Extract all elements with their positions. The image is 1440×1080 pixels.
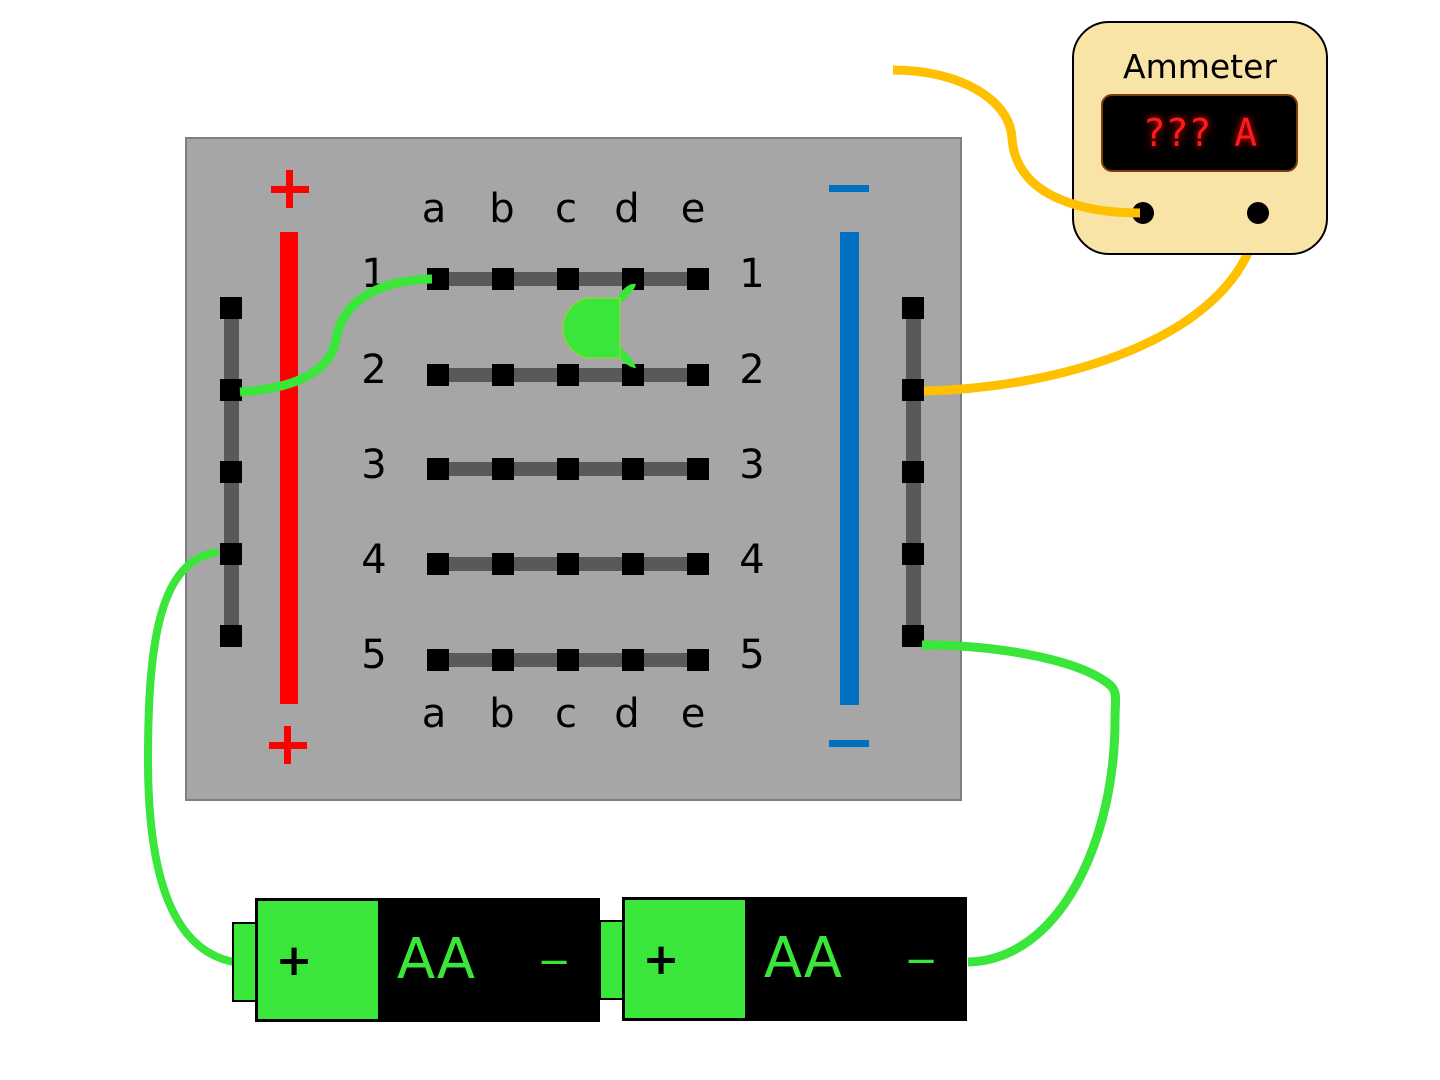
ammeter-terminal-1[interactable] [1132, 202, 1154, 224]
right-rail-hole-4[interactable] [902, 543, 924, 565]
column-label: a [422, 691, 447, 737]
battery-1-minus-sign: − [537, 939, 571, 985]
column-label: e [681, 186, 706, 232]
row-label: 2 [739, 347, 764, 393]
green-wire-rail-to-battery-plus[interactable] [143, 548, 235, 966]
column-labels-bottom: a b c d e [422, 691, 706, 737]
left-rail-hole-2[interactable] [220, 379, 242, 401]
row-label: 2 [361, 347, 386, 393]
hole-2a[interactable] [427, 364, 449, 386]
hole-1b[interactable] [492, 268, 514, 290]
hole-4a[interactable] [427, 553, 449, 575]
green-wire-rail-to-battery-minus[interactable] [921, 640, 1121, 967]
hole-1e[interactable] [687, 268, 709, 290]
right-rail-hole-2[interactable] [902, 379, 924, 401]
minus-symbol-bottom [829, 740, 869, 747]
hole-2e[interactable] [687, 364, 709, 386]
row-label: 3 [739, 442, 764, 488]
terminal-strips [427, 268, 709, 671]
right-rail-hole-1[interactable] [902, 297, 924, 319]
hole-4c[interactable] [557, 553, 579, 575]
hole-5e[interactable] [687, 649, 709, 671]
yellow-wire-loose-to-ammeter[interactable] [892, 65, 1141, 218]
hole-3c[interactable] [557, 458, 579, 480]
column-labels-top: a b c d e [422, 186, 706, 232]
column-label: a [422, 186, 447, 232]
minus-rail [829, 185, 869, 747]
left-rail-hole-4[interactable] [220, 543, 242, 565]
row-label: 4 [361, 537, 386, 583]
row-label: 5 [739, 632, 764, 678]
hole-2d[interactable] [622, 364, 644, 386]
hole-5a[interactable] [427, 649, 449, 671]
right-rail-strip [902, 297, 924, 647]
hole-2c[interactable] [557, 364, 579, 386]
plus-rail-bar [280, 232, 298, 704]
left-rail-strip [220, 297, 242, 647]
hole-5c[interactable] [557, 649, 579, 671]
minus-symbol-top [829, 185, 869, 192]
battery-2-nub [599, 920, 625, 1000]
left-rail-hole-1[interactable] [220, 297, 242, 319]
yellow-wire-rail-to-ammeter[interactable] [923, 212, 1263, 396]
column-label: e [681, 691, 706, 737]
hole-1c[interactable] [557, 268, 579, 290]
battery-2-cap [625, 900, 745, 1018]
right-rail-hole-3[interactable] [902, 461, 924, 483]
hole-3a[interactable] [427, 458, 449, 480]
hole-3e[interactable] [687, 458, 709, 480]
hole-2b[interactable] [492, 364, 514, 386]
row-label: 1 [739, 251, 764, 297]
hole-3b[interactable] [492, 458, 514, 480]
ammeter-reading: ??? A [1143, 111, 1258, 155]
hole-1d[interactable] [622, 268, 644, 290]
plus-symbol-bottom [269, 726, 307, 764]
ammeter-terminal-2[interactable] [1247, 202, 1269, 224]
battery-1-plus-sign: + [276, 935, 313, 986]
minus-rail-bar [840, 232, 859, 705]
led[interactable] [562, 283, 636, 368]
battery-2[interactable]: + AA − [599, 897, 967, 1021]
column-label: b [489, 691, 514, 737]
column-label: d [614, 691, 639, 737]
hole-3d[interactable] [622, 458, 644, 480]
led-cathode-leg [618, 345, 636, 368]
hole-4d[interactable] [622, 553, 644, 575]
hole-5b[interactable] [492, 649, 514, 671]
row-label: 4 [739, 537, 764, 583]
green-wire-rail-to-1a[interactable] [239, 274, 433, 397]
battery-1[interactable]: + AA − [232, 898, 600, 1022]
row-label: 3 [361, 442, 386, 488]
plus-symbol-top [271, 170, 309, 208]
row-labels-right: 1 2 3 4 5 [739, 251, 764, 678]
hole-1a[interactable] [427, 268, 449, 290]
hole-4e[interactable] [687, 553, 709, 575]
left-rail-hole-3[interactable] [220, 461, 242, 483]
hole-4b[interactable] [492, 553, 514, 575]
battery-2-minus-sign: − [904, 938, 938, 984]
right-rail-hole-5[interactable] [902, 625, 924, 647]
row-label: 5 [361, 632, 386, 678]
column-label: b [489, 186, 514, 232]
column-label: c [555, 691, 577, 737]
battery-1-nub [232, 922, 258, 1002]
column-label: d [614, 186, 639, 232]
led-body [562, 297, 621, 359]
left-rail-hole-5[interactable] [220, 625, 242, 647]
ammeter: Ammeter ??? A [1072, 21, 1328, 255]
led-anode-leg [618, 283, 636, 304]
battery-1-cap [258, 901, 378, 1019]
hole-5d[interactable] [622, 649, 644, 671]
battery-2-plus-sign: + [643, 934, 680, 985]
ammeter-title: Ammeter [1123, 47, 1277, 86]
battery-1-label: AA [397, 927, 475, 992]
battery-2-label: AA [764, 926, 842, 991]
column-label: c [555, 186, 577, 232]
plus-rail [269, 170, 309, 764]
ammeter-display [1101, 94, 1298, 172]
